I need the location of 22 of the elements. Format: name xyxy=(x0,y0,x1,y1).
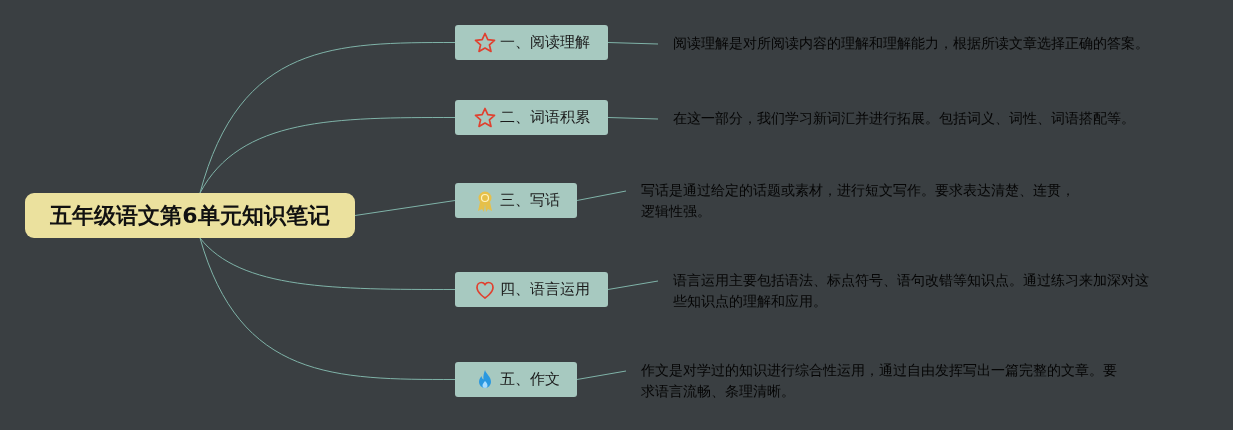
topic-box xyxy=(455,183,577,218)
connector-line xyxy=(199,237,456,290)
central-topic: 五年级语文第6单元知识笔记 xyxy=(25,193,355,238)
topic-box xyxy=(455,272,608,307)
connector-line xyxy=(199,237,456,380)
topic-title: 一、阅读理解 xyxy=(500,33,590,52)
connector-line xyxy=(607,280,659,290)
connector-line xyxy=(576,190,627,201)
note-text: 写话是通过给定的话题或素材，进行短文写作。要求表达清楚、连贯，逻辑性强。 xyxy=(626,180,1081,224)
connector-line xyxy=(607,42,659,45)
topic-box xyxy=(455,362,577,397)
connector-line xyxy=(199,42,456,194)
topic-title: 四、语言运用 xyxy=(500,280,590,299)
connector-line xyxy=(576,370,627,380)
topic-title: 五、作文 xyxy=(499,370,560,389)
topic-box xyxy=(455,100,608,135)
connector-line xyxy=(607,117,659,120)
topic-title: 二、词语积累 xyxy=(500,108,590,127)
topic-box xyxy=(455,25,608,60)
connector-line xyxy=(354,200,456,216)
connector-line xyxy=(199,117,456,194)
topic-title: 三、写话 xyxy=(499,191,560,210)
